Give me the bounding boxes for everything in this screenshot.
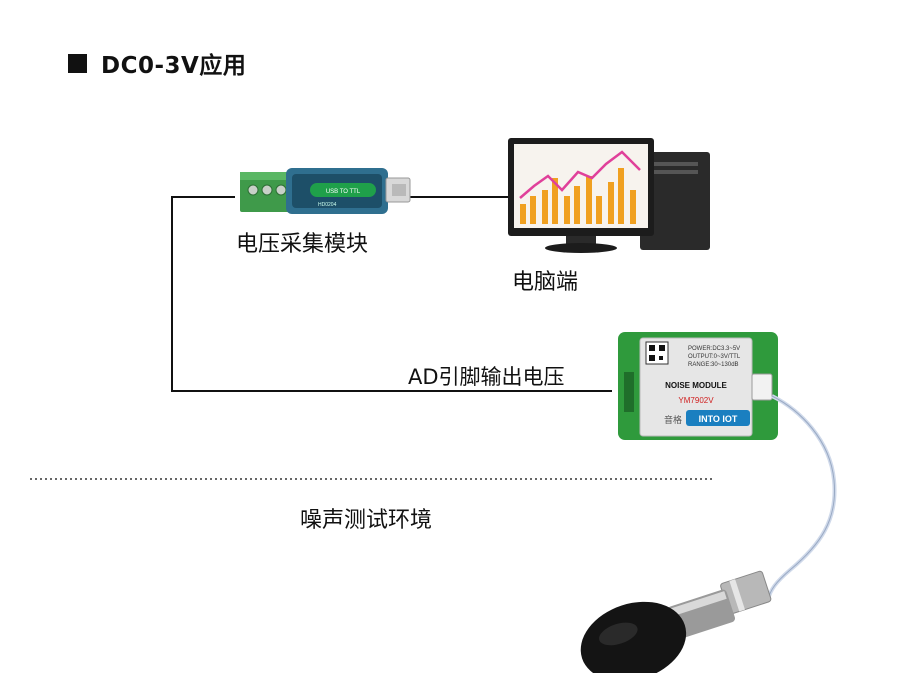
noise-module-brand: INTO IOT: [699, 414, 738, 424]
noise-module-power: POWER:DC3.3~5V: [688, 346, 740, 352]
usb-ttl-module-image: USB TO TTL HD0204: [240, 168, 411, 214]
microphone-probe-image: [580, 570, 772, 673]
heading-text: DC0-3V应用: [101, 53, 247, 79]
noise-module-model: YM7902V: [678, 396, 714, 405]
noise-module-title: NOISE MODULE: [665, 381, 727, 390]
noise-module-range: RANGE:30~130dB: [688, 362, 739, 368]
label-daq-module: 电压采集模块: [236, 232, 369, 257]
desktop-computer-image: [508, 138, 710, 253]
label-computer: 电脑端: [512, 270, 579, 295]
section-heading: DC0-3V应用: [68, 46, 246, 80]
label-ad-pin-voltage: AD引脚输出电压: [408, 365, 565, 389]
label-noise-environment: 噪声测试环境: [300, 508, 433, 533]
usb-module-model: HD0204: [318, 202, 337, 208]
heading-square-icon: [68, 53, 87, 73]
usb-module-tag: USB TO TTL: [326, 189, 361, 195]
noise-sensor-module-image: POWER:DC3.3~5V OUTPUT:0~3V/TTL RANGE:30~…: [618, 332, 778, 440]
connection-line-daq-to-sensor: [171, 196, 612, 392]
noise-module-output: OUTPUT:0~3V/TTL: [688, 354, 741, 360]
noise-module-brand-cn: 音格: [664, 414, 682, 426]
